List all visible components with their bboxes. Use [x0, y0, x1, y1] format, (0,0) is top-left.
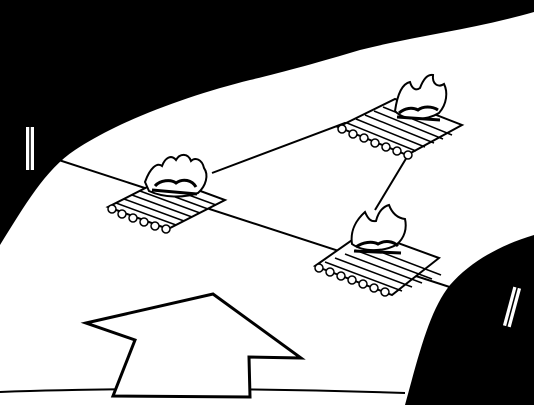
- fire-icon-left: [143, 153, 208, 198]
- center-line: [27, 149, 506, 306]
- marker-post-icon-left: [24, 125, 36, 172]
- marker-post-icon-right: [500, 284, 524, 330]
- dark-top-region: [0, 0, 534, 245]
- log-platform-icon-right: [312, 229, 442, 297]
- fire-icon-top: [393, 73, 448, 122]
- dark-right-bank: [405, 235, 534, 405]
- fire-icon-right: [350, 203, 407, 255]
- arrow-up-icon: [80, 292, 306, 399]
